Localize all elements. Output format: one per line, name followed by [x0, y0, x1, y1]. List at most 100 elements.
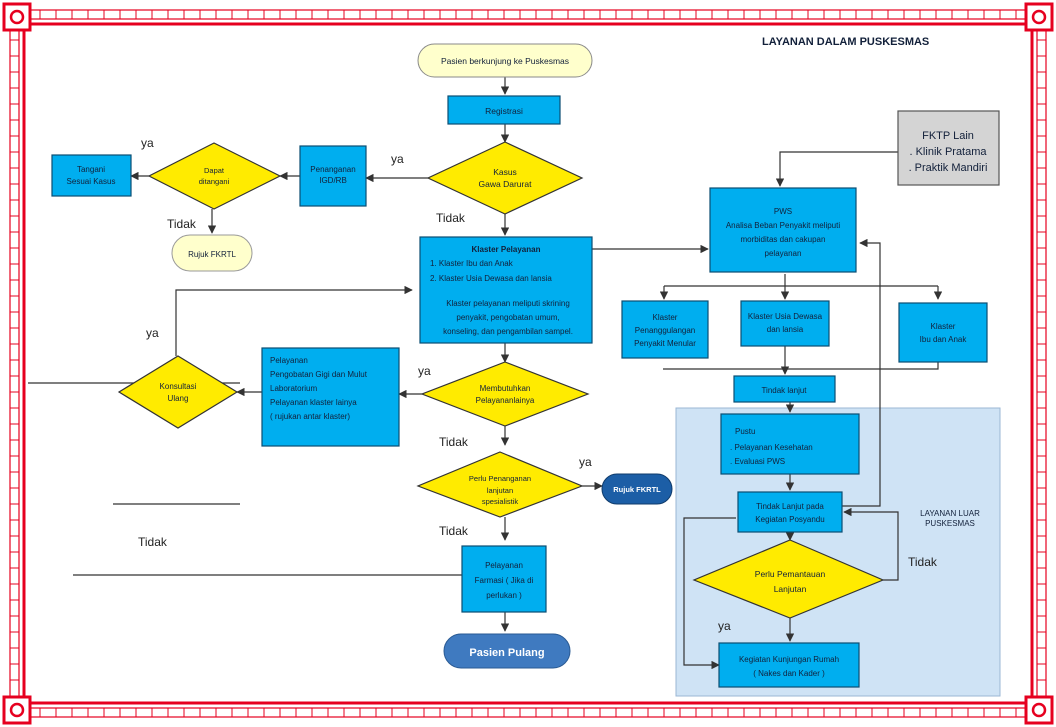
rujuk-fkrtl-node-2: Rujuk FKRTL — [601, 473, 673, 505]
klaster-item-2: 2. Klaster Usia Dewasa dan lansia — [430, 274, 552, 283]
label-ya-dapat: ya — [141, 136, 154, 150]
tangani-label-1: Tangani — [77, 165, 105, 174]
label-ya-membutuhkan: ya — [418, 364, 431, 378]
pasien-pulang-node: Pasien Pulang — [443, 633, 571, 669]
farmasi-line-3: perlukan ) — [486, 591, 522, 600]
tindak-lanjut-label: Tindak lanjut — [761, 386, 807, 395]
klaster-desc-2: penyakit, pengobatan umum, — [456, 313, 559, 322]
label-ya-konsultasi: ya — [146, 326, 159, 340]
k-ibu-line-2: Ibu dan Anak — [920, 335, 968, 344]
kunjungan-line-1: Kegiatan Kunjungan Rumah — [739, 655, 839, 664]
kasus-diamond: Kasus Gawa Darurat — [426, 141, 584, 215]
label-tidak-dapat: Tidak — [167, 217, 197, 231]
farmasi-box: Pelayanan Farmasi ( Jika di perlukan ) — [461, 545, 547, 613]
kasus-label-1: Kasus — [493, 167, 517, 177]
pustu-line-2: . Pelayanan Kesehatan — [730, 443, 813, 452]
perlu-label-3: spesialistik — [482, 497, 519, 506]
k-menular-line-1: Klaster — [653, 313, 678, 322]
tindak-lanjut-box: Tindak lanjut — [733, 375, 836, 403]
dapat-label-2: ditangani — [199, 177, 230, 186]
label-ya-perlu: ya — [579, 455, 592, 469]
pasien-pulang-label: Pasien Pulang — [469, 647, 544, 659]
frame-corner-bl — [2, 695, 32, 725]
fktp-line-1: FKTP Lain — [922, 130, 974, 142]
posyandu-line-2: Kegiatan Posyandu — [755, 515, 824, 524]
fktp-line-3: . Praktik Mandiri — [909, 162, 988, 174]
penanganan-label-2: IGD/RB — [319, 176, 347, 185]
pws-box: PWS Analisa Beban Penyakit meliputi morb… — [709, 187, 857, 273]
pelayanan-line-2: Pengobatan Gigi dan Mulut — [270, 370, 368, 379]
klaster-pelayanan-box: Klaster Pelayanan 1. Klaster Ibu dan Ana… — [419, 236, 593, 344]
pelayanan-line-4: Pelayanan klaster lainya — [270, 398, 357, 407]
rujuk-fkrtl-label-2: Rujuk FKRTL — [613, 485, 661, 494]
membutuhkan-diamond: Membutuhkan Pelayananlainya — [420, 361, 590, 427]
konsultasi-diamond: Konsultasi Ulang — [117, 355, 239, 429]
klaster-desc-3: konseling, dan pengambilan sampel. — [443, 327, 573, 336]
label-ya-kasus: ya — [391, 152, 404, 166]
klaster-title: Klaster Pelayanan — [472, 245, 541, 254]
fktp-line-2: . Klinik Pratama — [909, 146, 987, 158]
pws-line-2: Analisa Beban Penyakit meliputi — [726, 221, 841, 230]
pws-line-1: PWS — [774, 207, 792, 216]
kunjungan-line-2: ( Nakes dan Kader ) — [753, 669, 825, 678]
klaster-dewasa-box: Klaster Usia Dewasa dan lansia — [740, 300, 830, 347]
konsultasi-label-1: Konsultasi — [160, 382, 197, 391]
label-tidak-perlu: Tidak — [439, 524, 469, 538]
frame-corner-tl — [2, 2, 32, 32]
branch-labels: ya ya Tidak Tidak ya ya Tidak ya Tidak T… — [138, 136, 938, 633]
pelayanan-line-5: ( rujukan antar klaster) — [270, 412, 350, 421]
klaster-ibu-box: Klaster Ibu dan Anak — [898, 302, 988, 363]
klaster-item-1: 1. Klaster Ibu dan Anak — [430, 259, 514, 268]
frame-corner-br — [1024, 695, 1054, 725]
label-tidak-pemantauan: Tidak — [908, 555, 938, 569]
perlu-label-1: Perlu Penanganan — [469, 474, 531, 483]
pws-line-3: morbiditas dan cakupan — [741, 235, 826, 244]
pemantauan-label-2: Lanjutan — [774, 584, 807, 594]
pelayanan-line-3: Laboratorium — [270, 384, 317, 393]
start-node: Pasien berkunjung ke Puskesmas — [417, 43, 593, 78]
rujuk-fkrtl-label-1: Rujuk FKRTL — [188, 250, 236, 259]
registrasi-box: Registrasi — [447, 95, 561, 125]
label-tidak-kasus: Tidak — [436, 211, 466, 225]
rujuk-fkrtl-node-1: Rujuk FKRTL — [171, 234, 253, 272]
membutuhkan-label-1: Membutuhkan — [480, 384, 531, 393]
kasus-label-2: Gawa Darurat — [479, 179, 533, 189]
pustu-box: Pustu . Pelayanan Kesehatan . Evaluasi P… — [720, 413, 860, 475]
klaster-desc-1: Klaster pelayanan meliputi skrining — [446, 299, 570, 308]
konsultasi-label-2: Ulang — [168, 394, 189, 403]
frame-corner-tr — [1024, 2, 1054, 32]
pemantauan-diamond: Perlu Pemantauan Lanjutan — [692, 539, 885, 619]
k-dewasa-line-1: Klaster Usia Dewasa — [748, 312, 823, 321]
pustu-line-1: Pustu — [735, 427, 755, 436]
pelayanan-line-1: Pelayanan — [270, 356, 308, 365]
label-ya-pemantauan: ya — [718, 619, 731, 633]
posyandu-line-1: Tindak Lanjut pada — [756, 502, 824, 511]
pws-line-4: pelayanan — [765, 249, 802, 258]
connectors — [28, 77, 943, 670]
fktp-box: FKTP Lain . Klinik Pratama . Praktik Man… — [897, 110, 1000, 186]
perlu-label-2: lanjutan — [487, 486, 513, 495]
farmasi-line-1: Pelayanan — [485, 561, 523, 570]
k-menular-line-2: Penanggulangan — [635, 326, 696, 335]
pemantauan-label-1: Perlu Pemantauan — [755, 569, 826, 579]
farmasi-line-2: Farmasi ( Jika di — [475, 576, 534, 585]
pustu-line-3: . Evaluasi PWS — [730, 457, 785, 466]
label-tidak-left: Tidak — [138, 535, 168, 549]
start-label: Pasien berkunjung ke Puskesmas — [441, 56, 569, 66]
pelayanan-box: Pelayanan Pengobatan Gigi dan Mulut Labo… — [261, 347, 400, 447]
penanganan-label-1: Penanganan — [310, 165, 355, 174]
dapat-diamond: Dapat ditangani — [147, 142, 282, 210]
tangani-label-2: Sesuai Kasus — [67, 177, 116, 186]
outside-title-2: PUSKESMAS — [925, 519, 975, 528]
k-ibu-line-1: Klaster — [931, 322, 956, 331]
k-menular-line-3: Penyakit Menular — [634, 339, 696, 348]
label-tidak-membutuhkan: Tidak — [439, 435, 469, 449]
penanganan-box: Penanganan IGD/RB — [299, 145, 367, 207]
membutuhkan-label-2: Pelayananlainya — [476, 396, 535, 405]
klaster-menular-box: Klaster Penanggulangan Penyakit Menular — [621, 300, 709, 359]
dapat-label-1: Dapat — [204, 166, 225, 175]
tangani-box: Tangani Sesuai Kasus — [51, 154, 132, 197]
diagram-title: LAYANAN DALAM PUSKESMAS — [762, 36, 929, 48]
